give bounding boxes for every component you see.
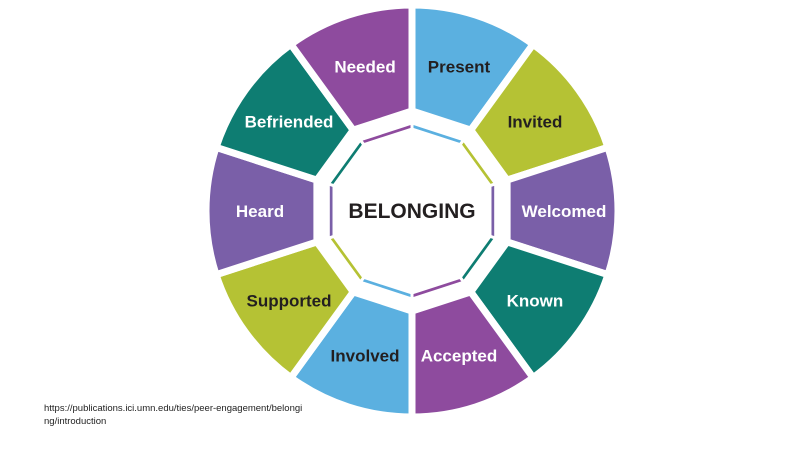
inner-strip-needed — [357, 120, 414, 147]
inner-strip-welcomed — [488, 181, 498, 241]
segment-label-welcomed: Welcomed — [522, 202, 607, 221]
segment-label-supported: Supported — [247, 291, 332, 310]
center-label: BELONGING — [348, 200, 475, 223]
segment-label-known: Known — [507, 291, 564, 310]
segment-label-involved: Involved — [331, 347, 400, 366]
segment-label-needed: Needed — [334, 57, 395, 76]
segment-label-heard: Heard — [236, 202, 284, 221]
inner-strip-heard — [326, 181, 336, 241]
source-url: https://publications.ici.umn.edu/ties/pe… — [44, 403, 303, 427]
segment-label-present: Present — [428, 57, 491, 76]
segment-needed — [286, 1, 416, 135]
segment-label-befriended: Befriended — [245, 113, 334, 132]
segment-label-invited: Invited — [508, 113, 563, 132]
segment-label-accepted: Accepted — [421, 347, 498, 366]
